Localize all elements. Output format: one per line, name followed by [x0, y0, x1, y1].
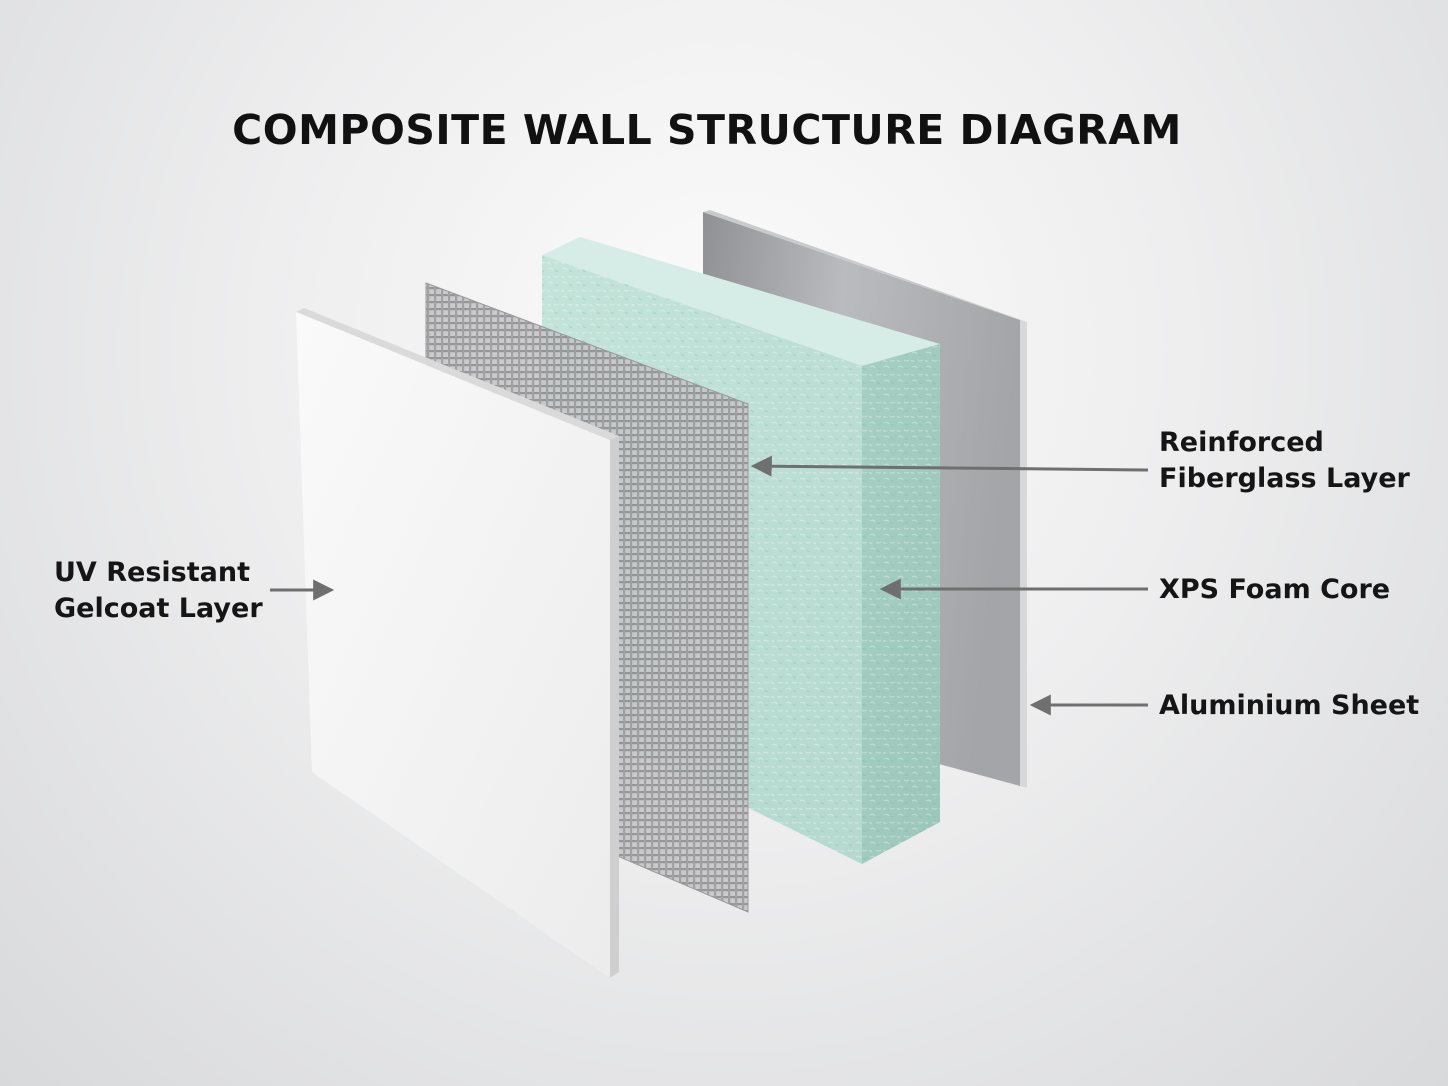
- label-fiberglass-line2: Fiberglass Layer: [1159, 463, 1410, 494]
- arrow-fiberglass: [750, 455, 1149, 477]
- label-aluminium-sheet: Aluminium Sheet: [1159, 688, 1419, 724]
- label-xps-text: XPS Foam Core: [1159, 574, 1391, 605]
- label-xps-foam-core: XPS Foam Core: [1159, 572, 1390, 608]
- gelcoat-panel: [296, 308, 619, 978]
- label-aluminium-text: Aluminium Sheet: [1159, 690, 1420, 721]
- label-gelcoat-line2: Gelcoat Layer: [54, 593, 263, 624]
- label-fiberglass-line1: Reinforced: [1159, 427, 1324, 458]
- label-gelcoat-layer: UV Resistant Gelcoat Layer: [54, 555, 263, 627]
- page-title: COMPOSITE WALL STRUCTURE DIAGRAM: [232, 106, 1182, 154]
- label-fiberglass-layer: Reinforced Fiberglass Layer: [1159, 425, 1410, 497]
- label-gelcoat-line1: UV Resistant: [54, 557, 250, 588]
